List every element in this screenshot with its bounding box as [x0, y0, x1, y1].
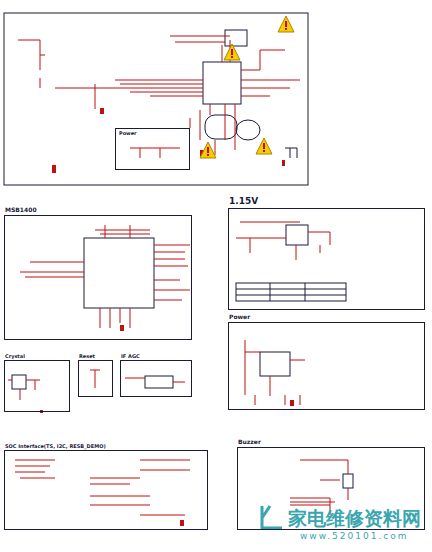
- ic-symbol: [260, 352, 290, 376]
- schematic-panel: MSB1400: [4, 215, 192, 340]
- schematic-panel: 1.15V: [228, 208, 425, 310]
- ic-symbol: [203, 62, 241, 104]
- schematic-panel: Power: [115, 128, 190, 170]
- watermark-logo: [262, 506, 282, 528]
- panel-heading: IF AGC: [121, 354, 140, 360]
- schematic-panel: Reset: [78, 360, 113, 397]
- panel-heading: Buzzer: [238, 439, 261, 446]
- schematic-panel: SOC Interface(TS, I2C, RESB_DEMO): [4, 450, 208, 530]
- watermark-text: 家电维修资料网: [288, 506, 421, 532]
- schematic-panel: Crystal: [4, 360, 70, 412]
- panel-heading: MSB1400: [5, 207, 37, 214]
- panel-outline: [4, 13, 308, 185]
- ic-symbol: [205, 115, 237, 139]
- buzzer-symbol: [343, 474, 353, 488]
- schematic-panel: IF AGC: [120, 360, 192, 397]
- panel-heading: Reset: [79, 354, 95, 360]
- regulator-symbol: [286, 225, 308, 245]
- panel-heading: SOC Interface(TS, I2C, RESB_DEMO): [5, 444, 106, 450]
- schematic-panel: Power: [228, 322, 425, 410]
- crystal-symbol: [12, 375, 26, 389]
- panel-heading: Crystal: [5, 354, 25, 360]
- ic-symbol: [145, 376, 173, 388]
- watermark-url: www.520101.com: [300, 531, 409, 541]
- warning-icon: [200, 16, 294, 158]
- panel-heading: 1.15V: [229, 197, 258, 207]
- table: [236, 283, 346, 301]
- panel-heading: Power: [229, 314, 250, 321]
- panel-heading: Power: [119, 131, 137, 137]
- ic-symbol: [84, 238, 154, 308]
